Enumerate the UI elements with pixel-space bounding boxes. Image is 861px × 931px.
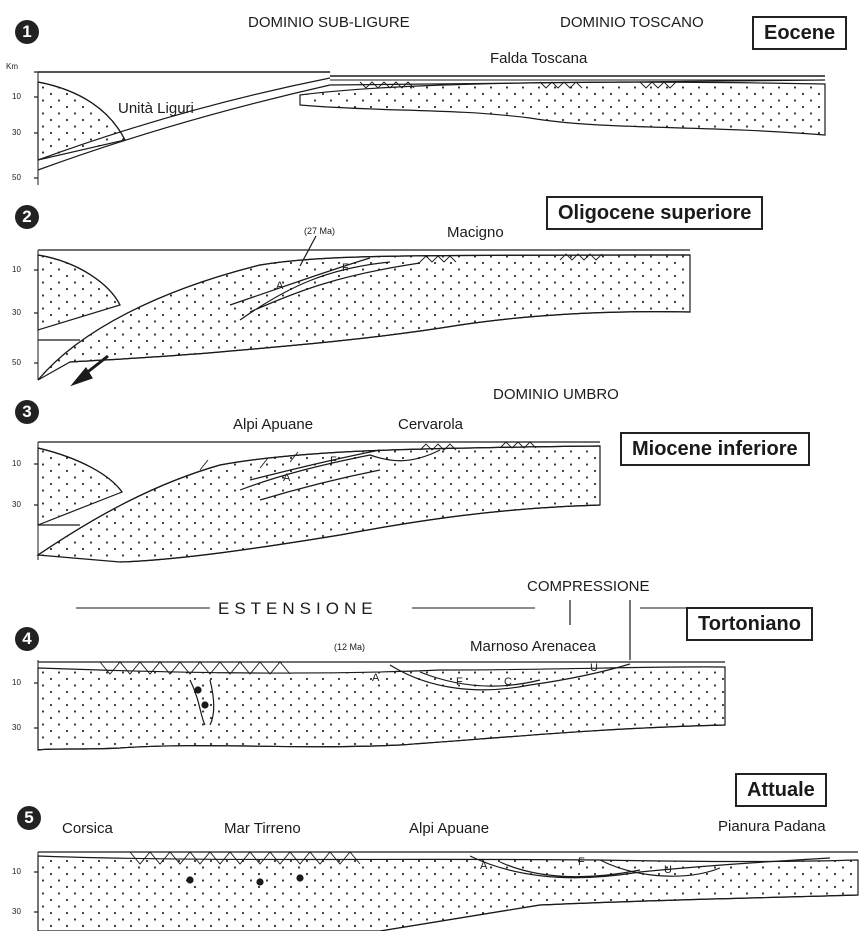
label-f-section-3: F (330, 455, 337, 467)
label-estensione: ESTENSIONE (218, 599, 378, 619)
section-number-1: 1 (15, 20, 39, 44)
label-a-section-4: A (372, 672, 379, 684)
label-macigno: Macigno (447, 224, 504, 241)
label-cervarola: Cervarola (398, 416, 463, 433)
label-alpi-apuane: Alpi Apuane (233, 416, 313, 433)
section-number-5: 5 (17, 806, 41, 830)
age-box-oligocene-superiore: Oligocene superiore (546, 196, 763, 230)
label-f-section-5: F (578, 856, 585, 868)
label-f-section-2: F (342, 262, 349, 274)
label-dominio-sub-ligure: DOMINIO SUB-LIGURE (248, 14, 410, 31)
label-u-section-4: U (590, 662, 598, 674)
axis-tick-30: 30 (12, 500, 21, 509)
age-box-eocene: Eocene (752, 16, 847, 50)
axis-tick-30: 30 (12, 128, 21, 137)
label-alpi-apuane: Alpi Apuane (409, 820, 489, 837)
axis-tick-30: 30 (12, 723, 21, 732)
label-dominio-umbro: DOMINIO UMBRO (493, 386, 619, 403)
axis-label-km: Km (6, 62, 18, 71)
section-5-drawing (34, 852, 858, 931)
axis-tick-10: 10 (12, 265, 21, 274)
label-a-section-3: A (283, 472, 290, 484)
label-unita-liguri: Unità Liguri (118, 100, 194, 117)
axis-tick-10: 10 (12, 678, 21, 687)
label-12-ma: (12 Ma) (334, 642, 365, 652)
section-1-drawing (34, 72, 825, 185)
section-number-2: 2 (15, 205, 39, 229)
axis-tick-30: 30 (12, 907, 21, 916)
label-f-section-4: F (456, 676, 463, 688)
label-dominio-toscano: DOMINIO TOSCANO (560, 14, 704, 31)
section-number-4: 4 (15, 627, 39, 651)
section-number-3: 3 (15, 400, 39, 424)
label-marnoso-arenacea: Marnoso Arenacea (470, 638, 596, 655)
axis-tick-10: 10 (12, 459, 21, 468)
axis-tick-10: 10 (12, 92, 21, 101)
label-u-section-5: U (664, 864, 672, 876)
section-2-drawing (34, 236, 690, 385)
age-box-attuale: Attuale (735, 773, 827, 807)
label-mar-tirreno: Mar Tirreno (224, 820, 301, 837)
label-27-ma: (27 Ma) (304, 226, 335, 236)
age-box-tortoniano: Tortoniano (686, 607, 813, 641)
section-3-drawing (34, 442, 600, 562)
axis-tick-50: 50 (12, 173, 21, 182)
axis-tick-50: 50 (12, 358, 21, 367)
label-pianura-padana: Pianura Padana (718, 818, 826, 835)
label-a-section-2: A (276, 280, 283, 292)
axis-tick-10: 10 (12, 867, 21, 876)
section-4-drawing (34, 600, 725, 750)
label-corsica: Corsica (62, 820, 113, 837)
axis-tick-30: 30 (12, 308, 21, 317)
label-compressione: COMPRESSIONE (527, 578, 650, 595)
age-box-miocene-inferiore: Miocene inferiore (620, 432, 810, 466)
label-falda-toscana: Falda Toscana (490, 50, 587, 67)
label-c-section-4: C (504, 676, 512, 688)
label-a-section-5: A (480, 860, 487, 872)
